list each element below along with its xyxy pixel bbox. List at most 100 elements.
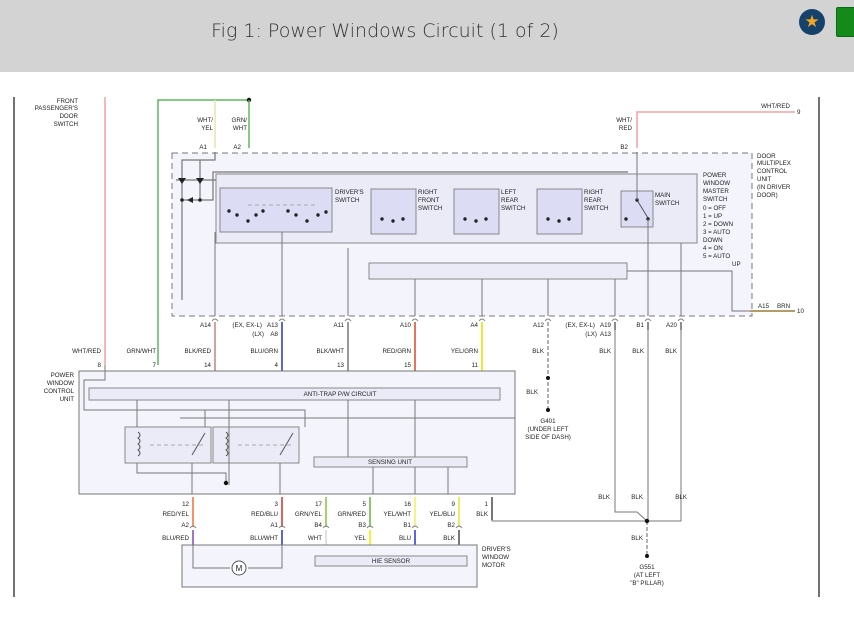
svg-text:PASSENGER'S: PASSENGER'S [35, 105, 78, 112]
wire-color-label: BLU/WHT [250, 535, 278, 542]
pin-label: A4 [470, 322, 478, 329]
svg-text:GRN/: GRN/ [232, 117, 248, 124]
pin-label: A12 [533, 322, 545, 329]
wire-color-label: RED/BLU [251, 511, 278, 518]
terminal-label: 17 [315, 501, 322, 508]
svg-text:SWITCH: SWITCH [418, 205, 442, 212]
svg-text:WHT: WHT [233, 125, 247, 132]
action-button[interactable] [836, 7, 854, 37]
pin-label: A10 [400, 322, 412, 329]
drivers-switch-label: DRIVER'S [335, 189, 364, 196]
pwcu-internal-wires [83, 365, 515, 494]
wire-color-label: GRN/YEL [295, 511, 323, 518]
connector-A4 [478, 318, 486, 322]
svg-text:DOOR: DOOR [59, 113, 78, 120]
svg-text:POWER: POWER [703, 172, 727, 179]
svg-text:REAR: REAR [501, 197, 519, 204]
svg-text:DOOR): DOOR) [757, 192, 778, 199]
svg-text:RIGHT: RIGHT [418, 189, 437, 196]
wire-color-label: RED/YEL [163, 511, 190, 518]
svg-text:MAIN: MAIN [655, 192, 670, 199]
terminal-label: 9 [452, 501, 456, 508]
left-rear-switch: LEFT REAR SWITCH [453, 188, 525, 235]
pin-label: A19 [600, 322, 612, 329]
connector-B3 [366, 525, 374, 529]
pin-label: A13 [600, 331, 612, 338]
svg-text:WHT/: WHT/ [616, 117, 632, 124]
connector-A11 [344, 318, 352, 322]
favorite-button[interactable]: ★ [799, 9, 825, 35]
pin-label: A13 [267, 322, 279, 329]
g401-label: G401 (UNDER LEFT SIDE OF DASH) [525, 418, 571, 441]
svg-text:BLK: BLK [631, 535, 644, 542]
svg-text:WINDOW: WINDOW [47, 380, 74, 387]
svg-text:MASTER: MASTER [703, 188, 729, 195]
svg-text:7: 7 [153, 362, 157, 369]
variant-label: (LX) [252, 331, 264, 338]
svg-text:3 = AUTO: 3 = AUTO [703, 229, 730, 236]
hie-sensor-label: HIE SENSOR [372, 558, 411, 565]
pin-label: A11 [333, 322, 344, 329]
sensing-unit-label: SENSING UNIT [368, 459, 412, 466]
pin-label: A2 [181, 522, 189, 529]
svg-text:8: 8 [98, 362, 102, 369]
splice-dot [546, 376, 550, 380]
svg-text:SWITCH: SWITCH [584, 205, 608, 212]
top-pin-labels: WHT/ YEL GRN/ WHT A1 A2 WHT/ RED B2 [197, 117, 632, 151]
svg-text:DOOR: DOOR [757, 153, 776, 160]
pin-label: A14 [200, 322, 212, 329]
wire-color-label: YEL/BLU [430, 511, 455, 518]
terminal-label: 3 [275, 501, 279, 508]
connector-B1 [411, 525, 419, 529]
terminal-label: 4 [275, 362, 279, 369]
right-front-switch: RIGHT FRONT SWITCH [370, 188, 442, 235]
connector-A1 [278, 525, 286, 529]
svg-text:SWITCH: SWITCH [54, 121, 78, 128]
wire-color-label: RED/GRN [382, 348, 411, 355]
wire-color-label: BLK [476, 511, 489, 518]
motor-wire-a [192, 545, 230, 569]
pin-label: B2 [447, 522, 455, 529]
variant-label: (EX, EX-L) [565, 322, 595, 329]
g551-label: G551 (AT LEFT "B" PILLAR) [630, 564, 664, 587]
svg-text:(AT LEFT: (AT LEFT [634, 572, 660, 579]
svg-text:G551: G551 [639, 564, 655, 571]
hie-sensor [314, 555, 468, 567]
wire-color-label: BLK/WHT [316, 348, 344, 355]
svg-text:DRIVER'S: DRIVER'S [482, 546, 511, 553]
ground-symbol [223, 480, 229, 486]
wire-color-label: BLK [443, 535, 456, 542]
figure-header: Fig 1: Power Windows Circuit (1 of 2) ★ [0, 0, 854, 72]
pwcu-left-wire-labels: WHT/RED 8 GRN/WHT 7 [72, 348, 156, 369]
pin-label: B1 [636, 322, 644, 329]
terminal-10: 10 [797, 308, 804, 315]
a15-pin: A15 [758, 303, 770, 310]
sensing-unit [313, 456, 468, 468]
svg-text:WHT/: WHT/ [197, 117, 213, 124]
wire-a15-internal [627, 270, 750, 312]
pin-label: A8 [270, 331, 278, 338]
svg-text:UP: UP [732, 261, 741, 268]
connector-A14 [211, 318, 219, 322]
connector-A12 [544, 318, 552, 322]
svg-text:A1: A1 [199, 144, 207, 151]
a15-color: BRN [777, 303, 790, 310]
svg-text:POWER: POWER [51, 372, 75, 379]
svg-text:(UNDER LEFT: (UNDER LEFT [528, 426, 569, 433]
svg-text:BLK: BLK [598, 494, 611, 501]
figure-title: Fig 1: Power Windows Circuit (1 of 2) [211, 20, 559, 42]
master-switch-label: POWER WINDOW MASTER SWITCH 0 = OFF 1 = U… [703, 172, 741, 268]
svg-text:REAR: REAR [584, 197, 602, 204]
svg-text:(IN DRIVER: (IN DRIVER [757, 184, 791, 191]
svg-text:UNIT: UNIT [757, 176, 772, 183]
wire-color-label: BLK [632, 348, 645, 355]
wire-color-label: YEL/WHT [383, 511, 411, 518]
svg-text:A2: A2 [233, 144, 241, 151]
terminal-label: 13 [337, 362, 344, 369]
svg-text:"B" PILLAR): "B" PILLAR) [630, 580, 664, 587]
svg-text:5 = AUTO: 5 = AUTO [703, 253, 730, 260]
wire-color-label: GRN/RED [337, 511, 366, 518]
connector-A13 [278, 318, 286, 322]
ground-g401-icon [546, 408, 550, 412]
motor-symbol: M [236, 564, 243, 573]
